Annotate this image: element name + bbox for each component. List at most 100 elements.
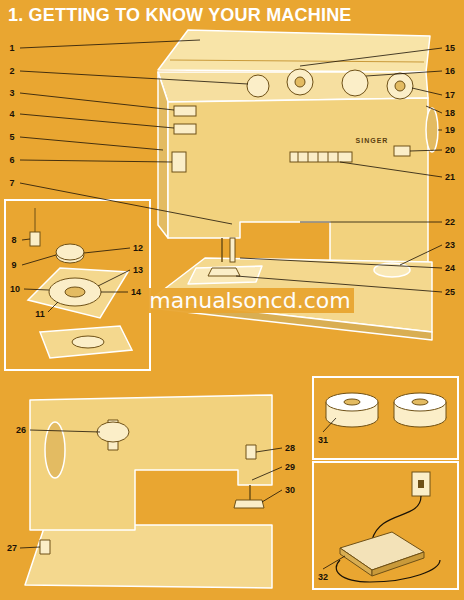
machine-front-part	[426, 108, 438, 152]
leader-lines-part	[30, 430, 100, 432]
callout-number: 9	[11, 260, 16, 270]
machine-details-part	[290, 152, 352, 162]
callout-number: 3	[9, 88, 14, 98]
machine-rear-part	[40, 540, 50, 554]
machine-rear-part	[234, 500, 264, 508]
bobbin-inset-part	[56, 244, 84, 260]
bobbin-inset-part	[40, 326, 132, 358]
accessory-panels-part	[372, 552, 424, 576]
leader-lines-part	[256, 448, 282, 452]
leader-lines-part	[24, 289, 49, 290]
machine-details-part	[298, 152, 299, 162]
accessory-panels	[313, 377, 458, 589]
leader-lines-part	[300, 48, 442, 66]
machine-details-part	[394, 146, 410, 156]
machine-details-part	[172, 152, 186, 172]
leader-lines-part	[438, 130, 442, 131]
leader-lines-part	[340, 162, 442, 177]
callout-number: 12	[133, 243, 143, 253]
leader-lines-part	[84, 248, 130, 253]
bobbin-inset	[5, 200, 150, 370]
page-title: 1. GETTING TO KNOW YOUR MACHINE	[8, 5, 352, 26]
machine-front-part	[158, 72, 168, 238]
leader-lines-part	[22, 239, 30, 240]
leader-lines-part	[20, 93, 174, 110]
leader-lines	[20, 40, 442, 569]
leader-lines-part	[240, 258, 442, 268]
accessory-panels-part	[313, 377, 458, 459]
callout-number: 26	[16, 425, 26, 435]
callout-number: 30	[285, 485, 295, 495]
accessory-panels-part	[340, 548, 372, 576]
leader-lines-part	[20, 114, 174, 128]
machine-details-part	[247, 75, 269, 97]
accessory-panels-part	[412, 472, 430, 496]
machine-rear-part	[25, 525, 272, 588]
callout-number: 15	[445, 43, 455, 53]
accessory-panels-part	[340, 532, 424, 570]
machine-rear-part	[246, 445, 256, 459]
accessory-panels-part	[418, 480, 424, 488]
callout-number: 32	[318, 572, 328, 582]
machine-rear	[25, 395, 272, 588]
leader-lines-part	[410, 150, 442, 151]
callout-number: 10	[10, 284, 20, 294]
leader-lines-part	[323, 556, 345, 569]
leader-lines-part	[20, 160, 172, 162]
machine-details-part	[208, 268, 240, 276]
accessory-panels-part	[412, 399, 428, 405]
callout-number: 25	[445, 287, 455, 297]
leader-lines-part	[366, 71, 442, 76]
machine-details-part	[387, 73, 413, 99]
bobbin-inset-part	[72, 336, 104, 348]
leader-lines-part	[48, 302, 58, 312]
callout-number: 24	[445, 263, 455, 273]
bobbin-inset-part	[65, 287, 85, 297]
leader-lines-part	[20, 137, 163, 150]
callout-number: 27	[7, 543, 17, 553]
machine-details-part	[328, 152, 329, 162]
callout-number: 17	[445, 90, 455, 100]
callout-number: 1	[9, 43, 14, 53]
callout-number: 29	[285, 462, 295, 472]
leader-lines-part	[252, 467, 282, 480]
brand-name: SINGER	[356, 137, 389, 144]
bobbin-inset-part	[5, 200, 150, 370]
leader-lines-part	[98, 270, 130, 286]
machine-details-part	[395, 81, 405, 91]
machine-details-part	[308, 152, 309, 162]
machine-front-part	[188, 266, 262, 284]
callout-number: 11	[35, 309, 45, 319]
callout-number: 14	[131, 287, 141, 297]
leader-lines-part	[262, 490, 282, 502]
callout-number: 23	[445, 240, 455, 250]
callout-number: 2	[9, 66, 14, 76]
leader-lines-part	[323, 418, 336, 432]
machine-details-part	[287, 69, 313, 95]
leader-lines-part	[20, 547, 40, 548]
machine-details-part	[318, 152, 319, 162]
bobbin-inset-part	[49, 278, 101, 306]
leader-lines-part	[300, 222, 442, 223]
machine-rear-part	[30, 395, 272, 530]
machine-details-part	[338, 152, 339, 162]
callout-number: 31	[318, 435, 328, 445]
machine-details-part	[221, 238, 223, 262]
machine-front-part	[170, 60, 424, 62]
machine-details-part	[342, 70, 368, 96]
callout-number: 6	[9, 155, 14, 165]
leader-lines-part	[20, 71, 248, 84]
leader-lines-part	[426, 106, 442, 113]
leader-lines-part	[20, 40, 200, 48]
machine-rear-part	[97, 422, 129, 442]
callout-number: 16	[445, 66, 455, 76]
bobbin-inset-part	[35, 208, 36, 232]
leader-lines-part	[20, 183, 232, 224]
callout-number: 18	[445, 108, 455, 118]
callout-number: 21	[445, 172, 455, 182]
accessory-panels-part	[326, 393, 378, 411]
leader-lines-part	[22, 255, 56, 265]
machine-details-part	[174, 106, 196, 116]
bobbin-inset-part	[28, 268, 128, 318]
